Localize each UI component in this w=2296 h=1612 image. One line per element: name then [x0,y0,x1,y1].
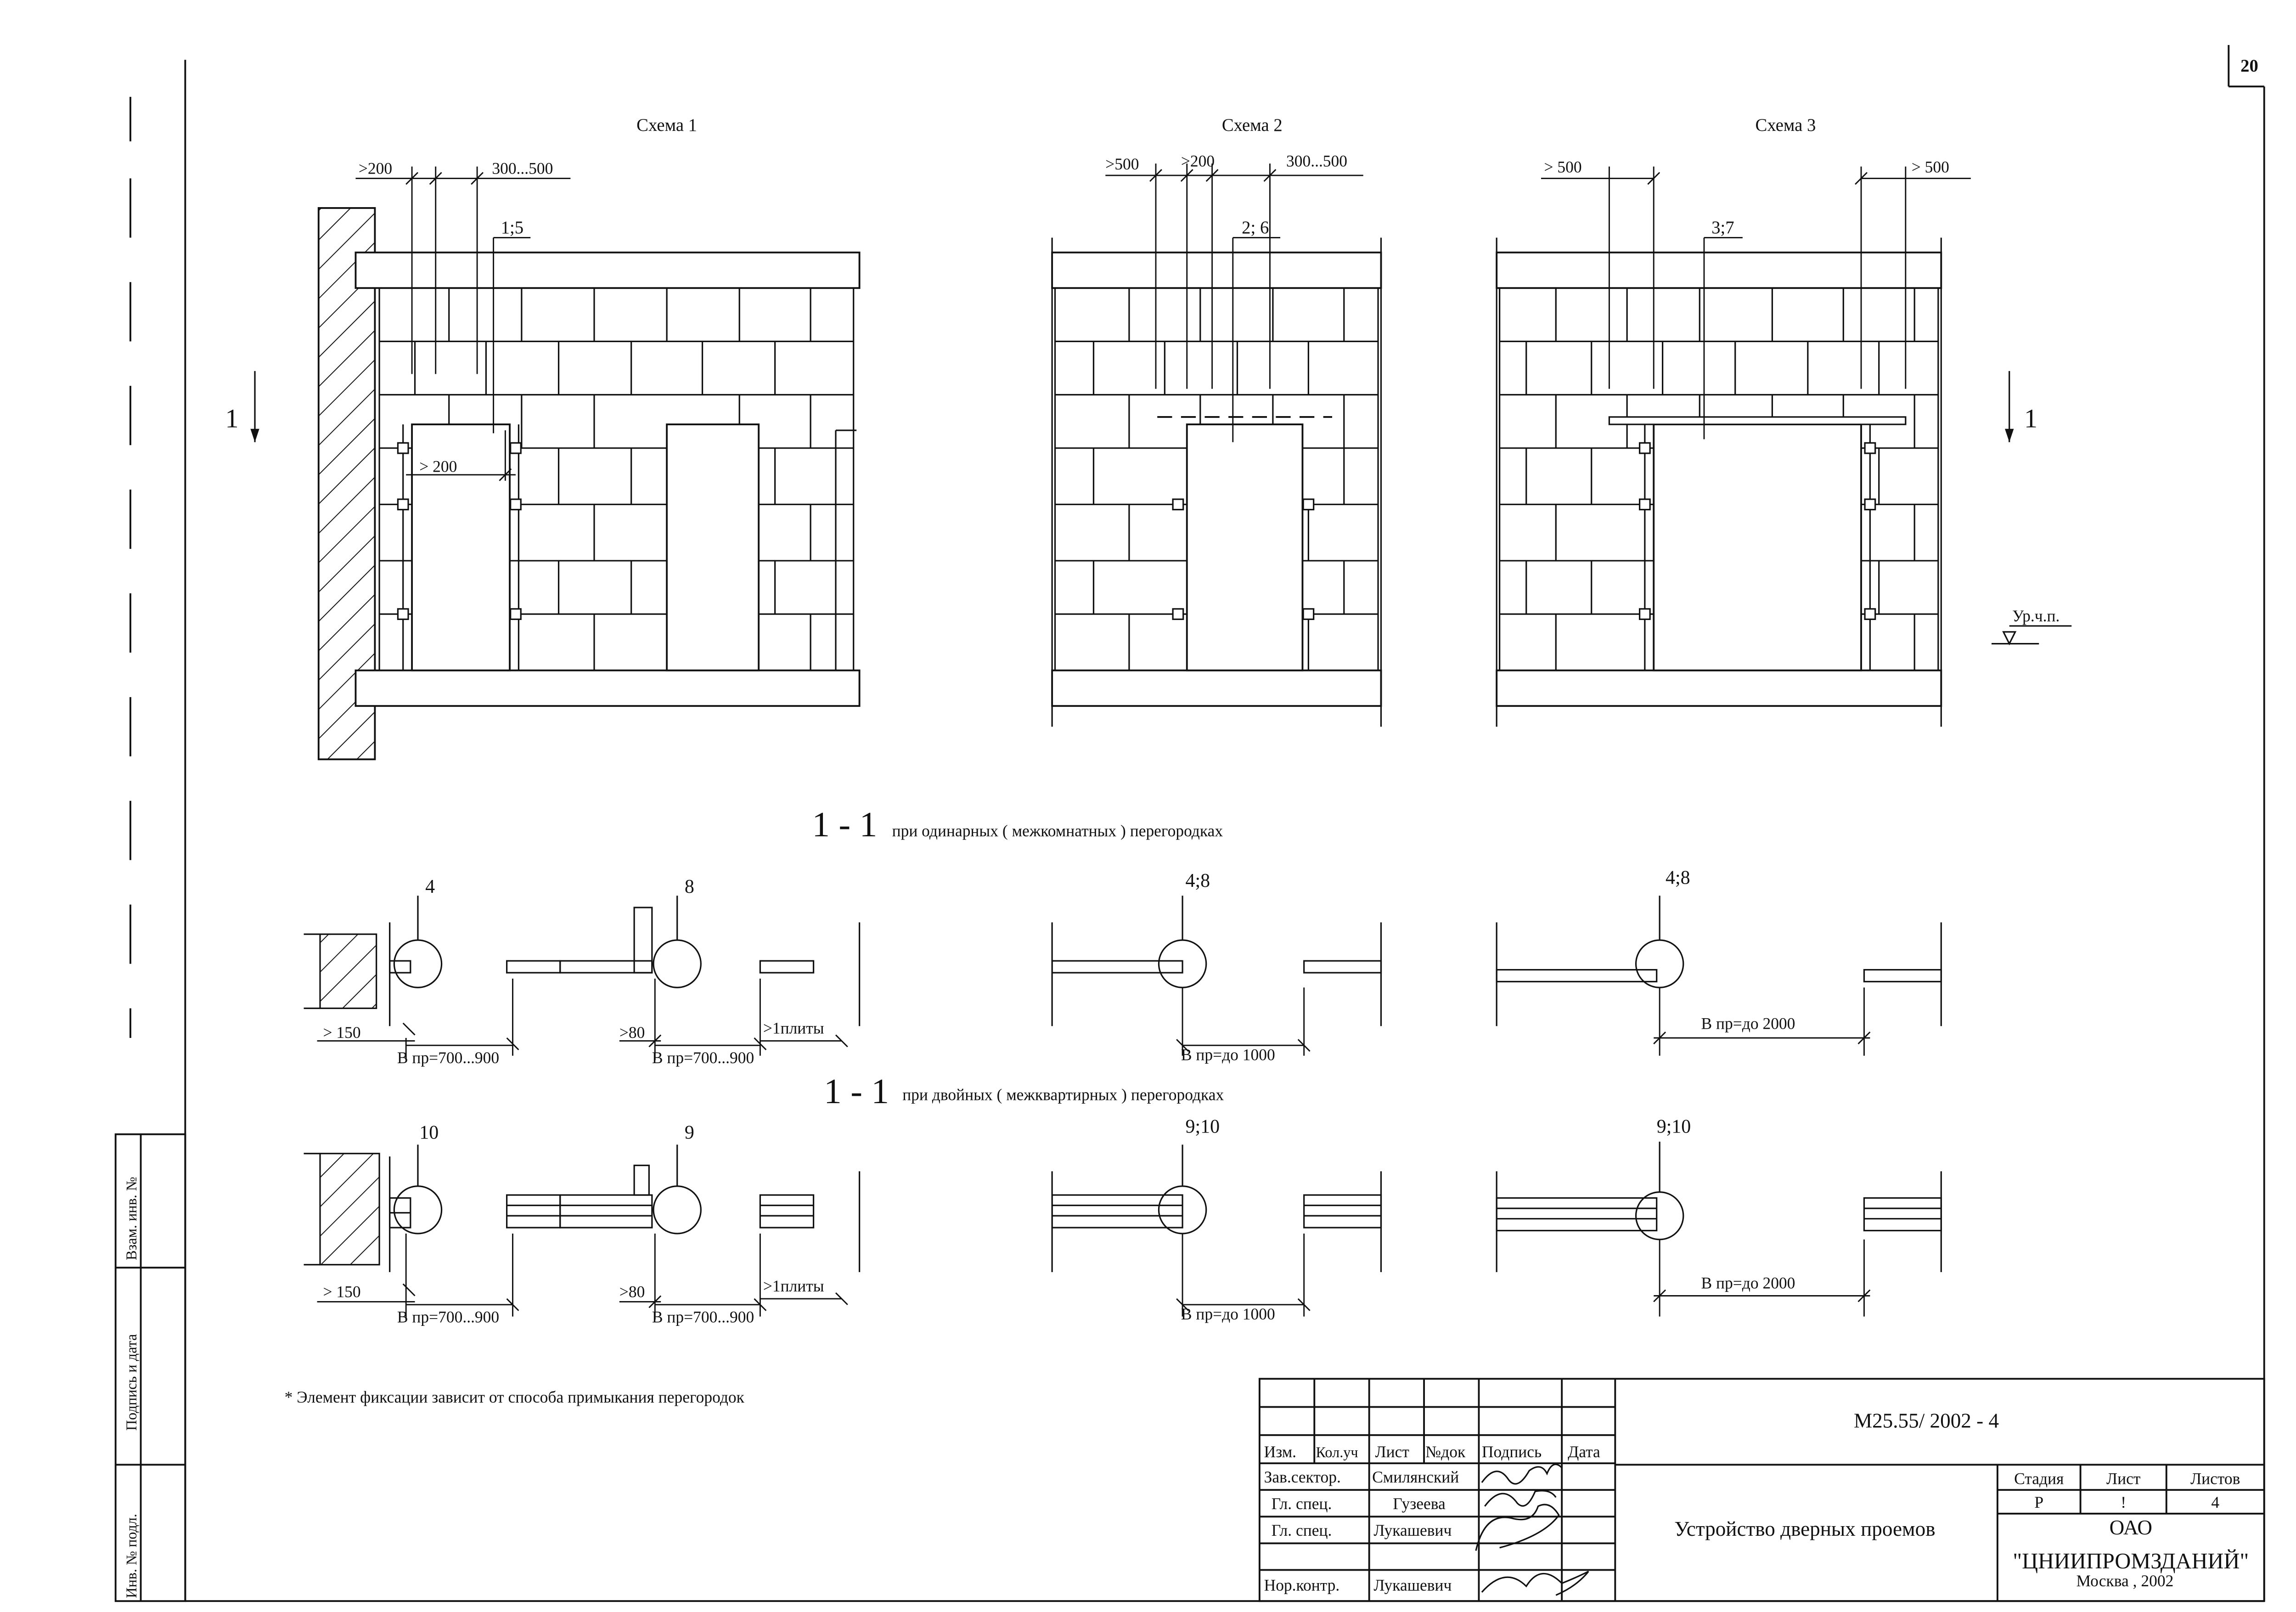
side-stamp [114,1133,186,1602]
dim-label: В пр=700...900 [652,1048,754,1067]
signer-role: Гл. спец. [1272,1494,1332,1513]
doc-code: М25.55/ 2002 - 4 [1854,1409,1999,1432]
dim-label: >200 [1181,152,1215,170]
lintel [1608,416,1907,425]
bearing-wall [319,1153,380,1266]
title-block [1258,1378,2265,1602]
door-opening [1186,423,1304,671]
section-single: 1 - 1 при одинарных ( межкомнатных ) пер… [304,805,1942,1067]
callout-label: 4;8 [1666,867,1690,888]
lower-slab [1051,669,1382,707]
signer-name: Смилянский [1372,1468,1459,1486]
table-header: Кол.уч [1316,1444,1358,1460]
scheme-1: Схема 1 [225,115,861,761]
dim-label: >1плиты [763,1019,824,1037]
scheme-2: Схема 2 [1051,115,1382,727]
stage-value: ! [2121,1493,2126,1511]
dim-label: > 150 [323,1023,360,1042]
table-header: Изм. [1264,1443,1296,1461]
dim-label: >80 [619,1283,645,1301]
scheme-title: Схема 3 [1756,115,1816,135]
signatures [1475,1463,1589,1596]
signer-role: Гл. спец. [1272,1521,1332,1539]
signer-role: Зав.сектор. [1264,1468,1341,1486]
stage-header: Лист [2106,1469,2140,1488]
table-header: №док [1425,1443,1466,1461]
org-line: ОАО [2110,1516,2152,1539]
dim-label: В пр=до 1000 [1181,1045,1275,1064]
table-header: Дата [1568,1443,1600,1461]
sheet-number: 20 [2240,56,2258,76]
stage-value: Р [2034,1493,2043,1511]
dim-label: В пр=до 1000 [1181,1305,1275,1323]
section-mark: 1 [2024,404,2037,434]
dim-label: В пр=700...900 [397,1308,499,1326]
callout-label: 3;7 [1711,218,1734,237]
doc-title: Устройство дверных проемов [1674,1517,1935,1540]
callout-label: 10 [419,1122,439,1143]
footnote: * Элемент фиксации зависит от способа пр… [285,1388,745,1406]
table-header: Лист [1375,1443,1409,1461]
section-title-small: при одинарных ( межкомнатных ) перегород… [892,822,1223,840]
dim-label: В пр=до 2000 [1701,1274,1795,1292]
dim-label: >200 [359,159,392,178]
section-double: 1 - 1 при двойных ( межквартирных ) пере… [304,1071,1942,1326]
stage-header: Стадия [2014,1469,2064,1488]
dim-label: В пр=700...900 [652,1308,754,1326]
callout-label: 4 [425,876,435,897]
callout-label: 2; 6 [1242,218,1269,237]
door-opening [666,423,760,671]
table-header: Подпись [1482,1443,1542,1461]
dim-label: 300...500 [492,159,553,178]
dim-label: В пр=до 2000 [1701,1015,1795,1033]
callout-label: 8 [685,876,694,897]
dim-label: > 500 [1544,158,1581,176]
dim-label: 300...500 [1286,152,1347,170]
upper-slab [1496,251,1942,289]
dim-label: В пр=700...900 [397,1048,499,1067]
stage-header: Листов [2190,1469,2240,1488]
stage-value: 4 [2211,1493,2219,1511]
section-title-big: 1 - 1 [812,805,877,844]
dim-label: > 150 [323,1283,360,1301]
signer-name: Гузеева [1393,1494,1446,1513]
upper-slab [355,251,861,289]
org-line: Москва , 2002 [2076,1572,2173,1590]
side-stamp-label: Взам. инв. № [123,1177,140,1260]
bearing-wall [317,207,376,761]
scheme-3: Схема 3 [1496,115,2072,727]
door-opening [1653,423,1862,671]
dim-label: > 500 [1912,158,1949,176]
dim-label: >500 [1105,155,1139,173]
dim-label: > 200 [419,457,457,475]
scheme-title: Схема 2 [1222,115,1283,135]
signer-role: Нор.контр. [1264,1576,1340,1595]
org-line: "ЦНИИПРОМЗДАНИЙ" [2013,1549,2249,1573]
dim-label: >1плиты [763,1277,824,1295]
callout-label: 9 [685,1122,694,1143]
side-stamp-label: Инв. № подл. [123,1514,140,1598]
scheme-title: Схема 1 [636,115,697,135]
door-opening [411,423,511,671]
section-title-small: при двойных ( межквартирных ) перегородк… [902,1086,1224,1104]
lower-slab [355,669,861,707]
section-title-big: 1 - 1 [824,1071,889,1111]
bearing-wall [319,933,377,1009]
floor-level-label: Ур.ч.п. [2012,607,2060,625]
callout-label: 4;8 [1186,870,1210,891]
callout-label: 9;10 [1186,1116,1220,1138]
callout-label: 1;5 [501,218,523,237]
section-mark: 1 [225,404,238,434]
signer-name: Лукашевич [1373,1521,1452,1539]
dim-label: >80 [619,1023,645,1042]
upper-slab [1051,251,1382,289]
lower-slab [1496,669,1942,707]
side-stamp-label: Подпись и дата [123,1334,140,1431]
callout-label: 9;10 [1657,1116,1691,1138]
signer-name: Лукашевич [1373,1576,1452,1595]
